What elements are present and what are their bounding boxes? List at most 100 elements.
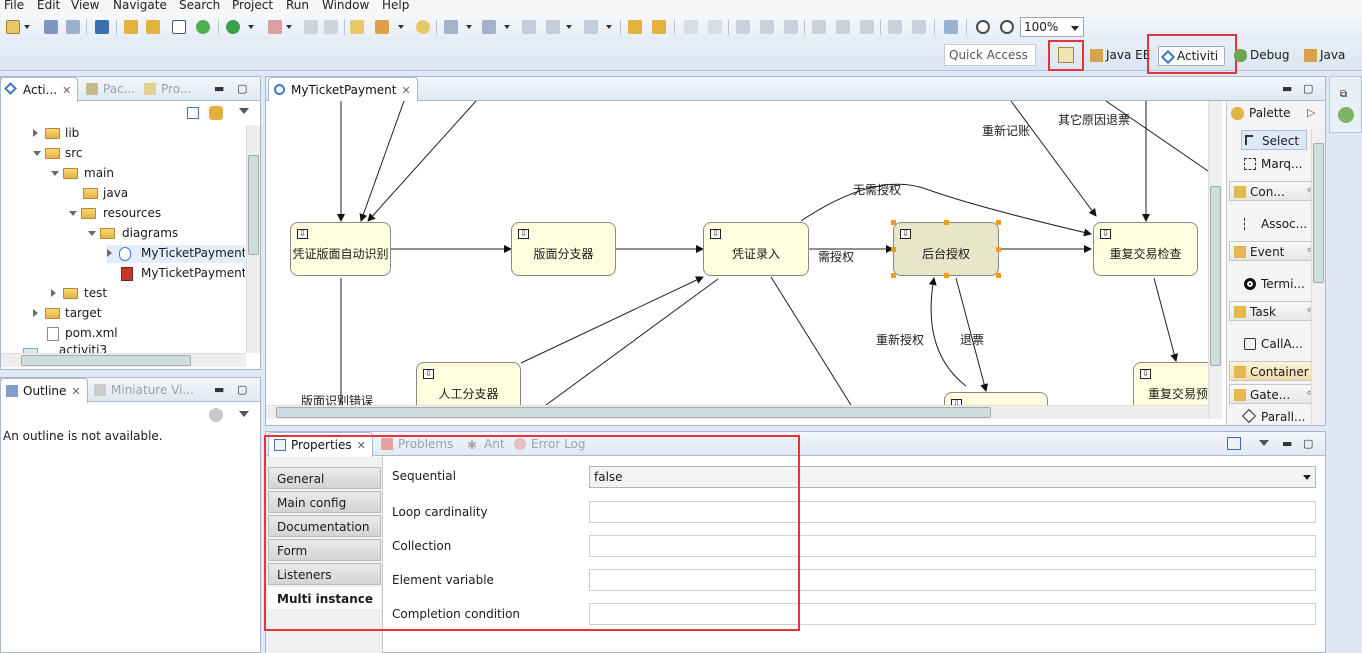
section-listeners[interactable]: Listeners	[268, 563, 381, 585]
palette-category-container[interactable]: Container	[1229, 361, 1319, 381]
perspective-activiti[interactable]: Activiti	[1158, 46, 1226, 66]
flow-reauth[interactable]	[928, 277, 967, 387]
palette-collapse-icon[interactable]: ▷	[1307, 106, 1316, 119]
tab-activiti-explorer[interactable]: Acti...✕	[0, 77, 79, 102]
element-variable-input[interactable]	[589, 569, 1316, 591]
section-form[interactable]: Form	[268, 539, 381, 561]
view-toolbar-icon[interactable]	[209, 408, 223, 422]
menu-help[interactable]: Help	[382, 0, 410, 12]
palette-view-icon[interactable]	[1338, 107, 1354, 123]
step-over-icon[interactable]	[324, 20, 338, 34]
debug-run-icon[interactable]	[226, 20, 240, 34]
copy-icon[interactable]	[684, 20, 698, 34]
menu-search[interactable]: Search	[179, 0, 221, 12]
tool-icon[interactable]	[375, 20, 389, 34]
task-duplicate-check[interactable]: ⇩重复交易检查	[1093, 222, 1198, 276]
perspective-debug[interactable]: Debug	[1232, 46, 1291, 66]
maximize-icon[interactable]: ▢	[237, 383, 248, 396]
tab-outline[interactable]: Outline✕	[0, 378, 88, 403]
sequential-select[interactable]: false	[589, 466, 1316, 488]
explorer-hscroll[interactable]	[1, 353, 246, 367]
tab-project-explorer[interactable]: Pro...	[139, 77, 197, 101]
save-all-icon[interactable]	[66, 20, 80, 34]
terminal-icon[interactable]	[95, 20, 109, 34]
tab-error-log[interactable]: Error Log	[509, 432, 592, 456]
section-general[interactable]: General	[268, 467, 381, 489]
redo-icon[interactable]	[146, 20, 160, 34]
section-documentation[interactable]: Documentation	[268, 515, 381, 537]
pin-icon[interactable]: ⇦	[1307, 305, 1315, 316]
palette-call-activity[interactable]: CallA...	[1241, 334, 1303, 354]
task-partial[interactable]: ⇩	[944, 392, 1048, 405]
undo2-icon[interactable]	[628, 20, 642, 34]
resize-handle[interactable]	[996, 247, 1001, 252]
task-manual-gateway[interactable]: ⇩人工分支器	[416, 362, 521, 405]
match-width-icon[interactable]	[888, 20, 902, 34]
refresh-icon[interactable]	[196, 20, 210, 34]
palette-parallel-gateway[interactable]: Parall...	[1241, 407, 1305, 427]
pin-icon[interactable]: ⇦	[1307, 388, 1315, 399]
section-multi-instance[interactable]: Multi instance	[268, 587, 381, 609]
undo-icon[interactable]	[124, 20, 138, 34]
align-top-icon[interactable]	[812, 20, 826, 34]
completion-condition-input[interactable]	[589, 603, 1316, 625]
close-icon[interactable]: ✕	[62, 84, 72, 97]
explorer-vscroll[interactable]	[246, 125, 260, 353]
palette-select[interactable]: Select	[1241, 130, 1307, 150]
tab-miniature-view[interactable]: Miniature Vi...	[89, 378, 200, 402]
maximize-icon[interactable]: ▢	[237, 82, 248, 95]
resize-handle[interactable]	[944, 273, 949, 278]
resize-handle[interactable]	[891, 273, 896, 278]
maximize-icon[interactable]: ▢	[1303, 437, 1314, 450]
palette-category-gateway[interactable]: Gate...⇦	[1229, 384, 1319, 404]
flow-to-precheck[interactable]	[1153, 277, 1179, 362]
task-layout-gateway[interactable]: ⇩版面分支器	[511, 222, 616, 276]
next-annotation-icon[interactable]	[444, 20, 458, 34]
resize-handle[interactable]	[891, 247, 896, 252]
flow-other-refund[interactable]	[1105, 101, 1208, 172]
restore-icon[interactable]: ⧉	[1340, 89, 1348, 100]
zoom-in-icon[interactable]	[1000, 20, 1014, 34]
menu-window[interactable]: Window	[322, 0, 370, 12]
tab-myticketpayment[interactable]: MyTicketPayment✕	[268, 77, 418, 102]
align-bottom-icon[interactable]	[860, 20, 874, 34]
close-icon[interactable]: ✕	[401, 84, 411, 97]
pin-view-icon[interactable]	[1227, 437, 1241, 450]
resize-handle[interactable]	[996, 220, 1001, 225]
align-right-icon[interactable]	[784, 20, 798, 34]
paste-icon[interactable]	[708, 20, 722, 34]
align-center-icon[interactable]	[760, 20, 774, 34]
tree-item-myticketpayment-bpmn[interactable]: MyTicketPayment	[107, 245, 245, 263]
resize-handle[interactable]	[891, 220, 896, 225]
flow-rebook[interactable]	[1010, 101, 1097, 217]
menu-edit[interactable]: Edit	[37, 0, 61, 12]
task-auto-recognize[interactable]: ⇩凭证版面自动识别	[290, 222, 391, 276]
quick-access-input[interactable]: Quick Access	[944, 44, 1036, 66]
open-folder-icon[interactable]	[350, 20, 364, 34]
close-icon[interactable]: ✕	[71, 385, 81, 398]
resize-handle[interactable]	[996, 273, 1001, 278]
palette-marquee[interactable]: Marq...	[1241, 154, 1303, 174]
minimize-icon[interactable]: ▬	[1282, 437, 1293, 450]
zoom-out-icon[interactable]	[976, 20, 990, 34]
palette-terminate-event[interactable]: Termi...	[1241, 274, 1305, 294]
nav-forward-icon[interactable]	[584, 20, 598, 34]
perspective-java[interactable]: Java	[1302, 46, 1347, 66]
link-editor-icon[interactable]	[209, 106, 223, 120]
save-icon[interactable]	[44, 20, 58, 34]
pin-icon[interactable]: ⇦	[1307, 185, 1315, 196]
minimize-icon[interactable]: ▬	[1282, 82, 1293, 95]
canvas-vscroll[interactable]	[1208, 101, 1222, 419]
forward-icon[interactable]	[546, 20, 560, 34]
flow-in-2[interactable]	[359, 101, 405, 222]
palette-category-connection[interactable]: Con...⇦	[1229, 181, 1319, 201]
zoom-select[interactable]: 100%	[1020, 17, 1084, 37]
tab-problems[interactable]: Problems	[376, 432, 459, 456]
menu-file[interactable]: File	[4, 0, 25, 12]
menu-navigate[interactable]: Navigate	[113, 0, 167, 12]
palette-category-task[interactable]: Task⇦	[1229, 301, 1319, 321]
flow-refund[interactable]	[955, 277, 989, 392]
maximize-icon[interactable]: ▢	[1303, 82, 1314, 95]
open-type-icon[interactable]	[416, 20, 430, 34]
back-icon[interactable]	[522, 20, 536, 34]
